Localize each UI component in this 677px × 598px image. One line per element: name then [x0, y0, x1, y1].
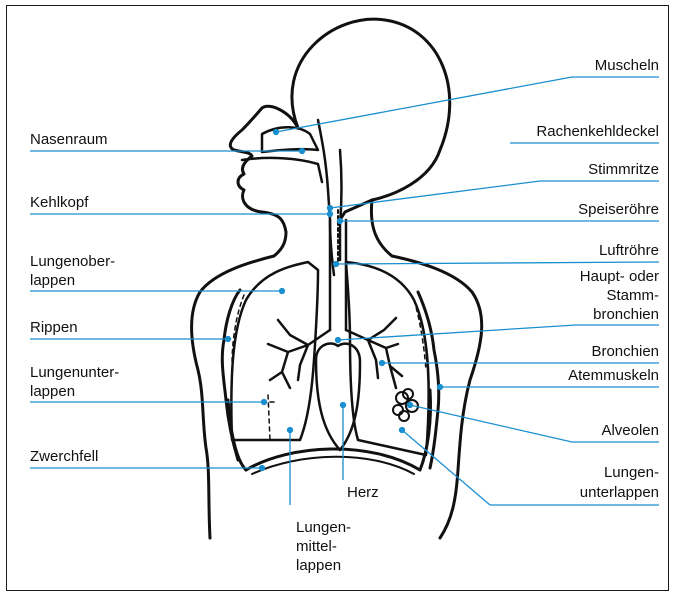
- pharynx: [318, 120, 334, 275]
- alveoli-cluster: [393, 389, 418, 421]
- label-stimmritze: Stimmritze: [588, 161, 659, 178]
- label-alveolen: Alveolen: [601, 422, 659, 439]
- label-lungenunterlappen-right-line1: Lungen-: [604, 464, 659, 481]
- diaphragm-inner: [252, 457, 414, 474]
- label-rippen: Rippen: [30, 319, 78, 336]
- shoulder-left: [192, 256, 275, 538]
- label-lungenmittellappen-line1: Lungen-: [296, 519, 351, 536]
- label-hauptbronchien-line3: bronchien: [593, 306, 659, 323]
- label-hauptbronchien-line2: Stamm-: [607, 287, 660, 304]
- bronchi-left: [268, 320, 330, 388]
- face-profile: [230, 106, 298, 232]
- pharynx-back: [340, 150, 342, 260]
- label-atemmuskeln: Atemmuskeln: [568, 367, 659, 384]
- head-outline: [292, 19, 450, 220]
- label-lungenoberlappen-line1: Lungenober-: [30, 253, 115, 270]
- label-lungenmittellappen-line3: lappen: [296, 557, 341, 574]
- shoulder-right: [392, 256, 482, 538]
- label-rachenkehldeckel: Rachenkehldeckel: [536, 123, 659, 140]
- label-lungenunterlappen-line2: lappen: [30, 383, 75, 400]
- label-luftroehre: Luftröhre: [599, 242, 659, 259]
- label-speiseroehre: Speiseröhre: [578, 201, 659, 218]
- heart: [316, 344, 360, 450]
- nasal-cavity: [262, 127, 318, 152]
- bronchi-right: [346, 318, 402, 388]
- leader-lines: [30, 77, 659, 505]
- label-lungenmittellappen-line2: mittel-: [296, 538, 337, 555]
- label-hauptbronchien-line1: Haupt- oder: [580, 268, 659, 285]
- label-kehlkopf: Kehlkopf: [30, 194, 88, 211]
- neck-left: [274, 232, 286, 256]
- label-muscheln: Muscheln: [595, 57, 659, 74]
- label-lungenoberlappen-line2: lappen: [30, 272, 75, 289]
- label-lungenunterlappen-right-line2: unterlappen: [580, 484, 659, 501]
- label-lungenunterlappen-line1: Lungenunter-: [30, 364, 119, 381]
- label-bronchien: Bronchien: [591, 343, 659, 360]
- label-herz: Herz: [347, 484, 379, 501]
- label-nasenraum: Nasenraum: [30, 131, 108, 148]
- label-zwerchfell: Zwerchfell: [30, 448, 98, 465]
- oral-cavity: [242, 158, 322, 182]
- neck-right: [371, 200, 392, 256]
